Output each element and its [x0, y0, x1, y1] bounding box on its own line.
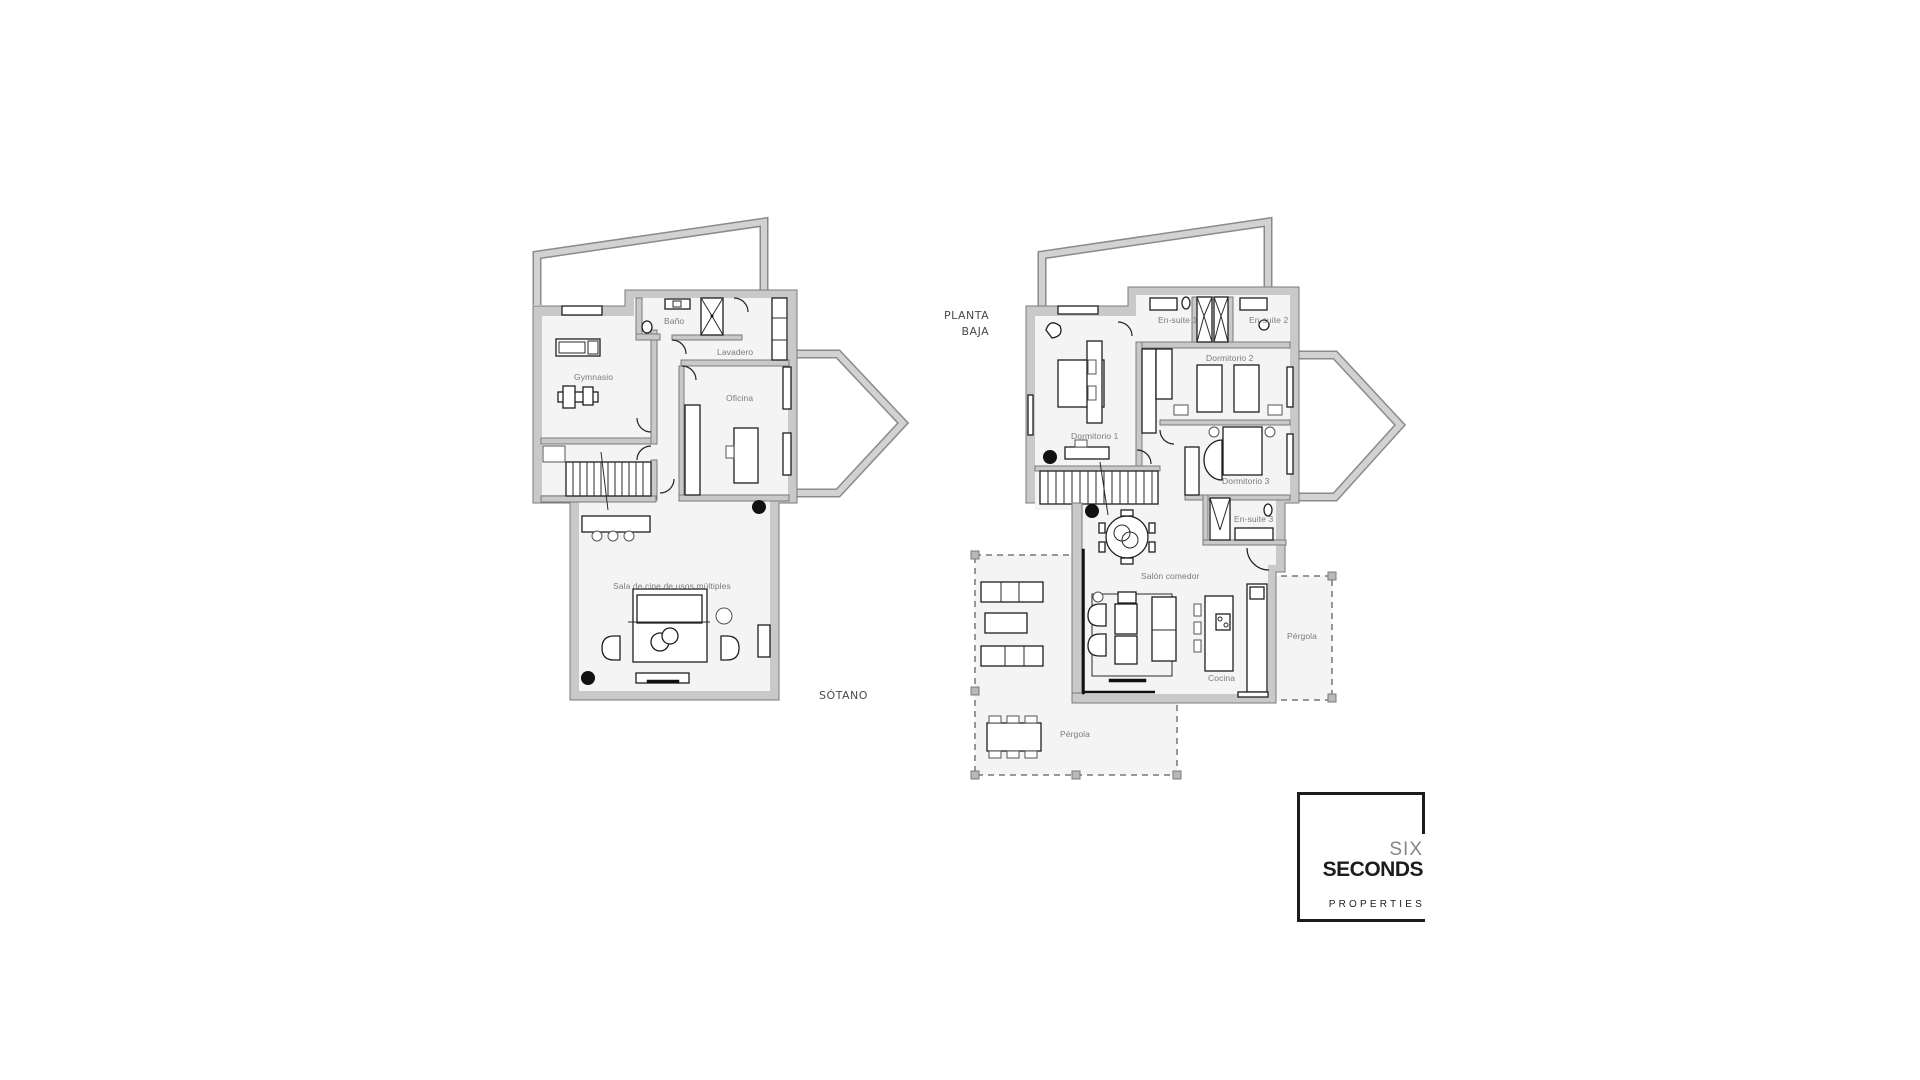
sofa-icon — [1091, 591, 1177, 677]
room-label-bano: Baño — [664, 316, 685, 326]
room-label-dormitorio-1: Dormitorio 1 — [1071, 431, 1119, 441]
plant-icon — [1043, 450, 1099, 518]
room-label-en-suite-1: En-suite 1 — [1158, 315, 1198, 325]
room-label-dormitorio-2: Dormitorio 2 — [1206, 353, 1254, 363]
floor-label-line2: BAJA — [961, 325, 990, 338]
room-label-en-suite-2: En-suite 2 — [1249, 315, 1289, 325]
room-label-sala-cine: Sala de cine de usos múltiples — [613, 581, 731, 591]
logo-seconds: SECONDS — [1322, 858, 1424, 881]
treadmill-icon — [555, 338, 601, 357]
toilet-icon — [641, 320, 653, 334]
sofa-icon — [628, 588, 710, 663]
stairs-icon — [1039, 461, 1159, 516]
cooktop-icon — [1215, 613, 1231, 631]
stairs-icon — [542, 445, 652, 511]
room-label-gimnasio: Gymnasio — [574, 372, 614, 382]
room-label-pergola-right: Pérgola — [1287, 631, 1317, 641]
shower-icon — [1196, 296, 1229, 343]
basement-plan — [532, 216, 910, 701]
ground-floor-plan — [970, 216, 1407, 780]
logo-frame-left — [1297, 792, 1300, 922]
dining-table-icon — [1098, 509, 1156, 565]
weight-machine-icon — [557, 385, 599, 409]
room-label-pergola-left: Pérgola — [1060, 729, 1090, 739]
floor-label-planta-baja: PLANTA BAJA — [944, 308, 989, 340]
bed-icon — [1057, 340, 1105, 424]
armchair-icon — [601, 635, 740, 661]
pergola-right-area — [1269, 571, 1337, 703]
logo-properties: PROPERTIES — [1328, 899, 1425, 910]
shower-icon — [700, 297, 724, 336]
logo-six: SIX — [1389, 839, 1423, 860]
six-seconds-logo: SIX SECONDS PROPERTIES — [1297, 792, 1425, 922]
logo-frame-right — [1422, 792, 1425, 834]
dining-table-icon — [986, 715, 1042, 759]
logo-frame-bottom — [1297, 919, 1425, 922]
floor-label-sotano: SÓTANO — [819, 689, 868, 702]
room-label-en-suite-3: En-suite 3 — [1234, 514, 1274, 524]
floor-label-line1: PLANTA — [944, 309, 990, 322]
sun-lounger-icon — [980, 581, 1044, 667]
armchair-icon — [1087, 603, 1107, 657]
sink-icon — [664, 298, 691, 310]
room-label-lavadero: Lavadero — [717, 347, 754, 357]
plant-icon — [581, 500, 766, 685]
room-label-dormitorio-3: Dormitorio 3 — [1222, 476, 1270, 486]
toilet-icon — [1181, 296, 1191, 310]
room-label-salon-comedor: Salón comedor — [1141, 571, 1200, 581]
logo-frame-top — [1297, 792, 1425, 795]
room-label-oficina: Oficina — [726, 393, 754, 403]
room-label-cocina: Cocina — [1208, 673, 1236, 683]
